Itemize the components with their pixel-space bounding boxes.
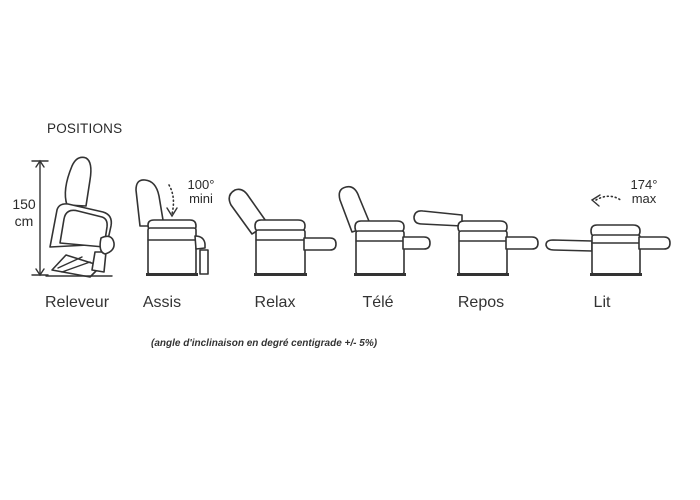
chair-assis-icon (135, 179, 209, 276)
position-label-tele: Télé (362, 294, 394, 311)
chair-repos-icon (413, 210, 539, 276)
chair-relax-icon (228, 188, 337, 276)
diagram-title: POSITIONS (47, 121, 123, 136)
chair-tele-icon (338, 185, 431, 276)
min-angle-text: mini (189, 191, 213, 206)
position-label-lit: Lit (593, 294, 611, 311)
position-label-relax: Relax (254, 294, 296, 311)
min-angle-arrow-icon (166, 184, 178, 218)
chair-releveur-icon (45, 156, 115, 278)
position-label-releveur: Releveur (44, 294, 110, 311)
height-value: 150 (12, 196, 36, 212)
max-angle-text: max (631, 191, 657, 206)
max-angle-value: 174° (630, 177, 658, 192)
height-unit: cm (14, 213, 34, 229)
position-label-assis: Assis (142, 294, 182, 311)
position-label-repos: Repos (457, 294, 505, 311)
max-angle-arrow-icon (590, 194, 623, 207)
chair-lit-icon (545, 224, 671, 276)
angle-note: (angle d'inclinaison en degré centigrade… (151, 338, 378, 349)
min-angle-value: 100° (187, 177, 215, 192)
height-dimension-line (31, 159, 49, 277)
min-angle-label: 100° mini (183, 178, 219, 206)
max-angle-label: 174° max (626, 178, 662, 206)
height-dimension-label: 150 cm (11, 196, 37, 230)
